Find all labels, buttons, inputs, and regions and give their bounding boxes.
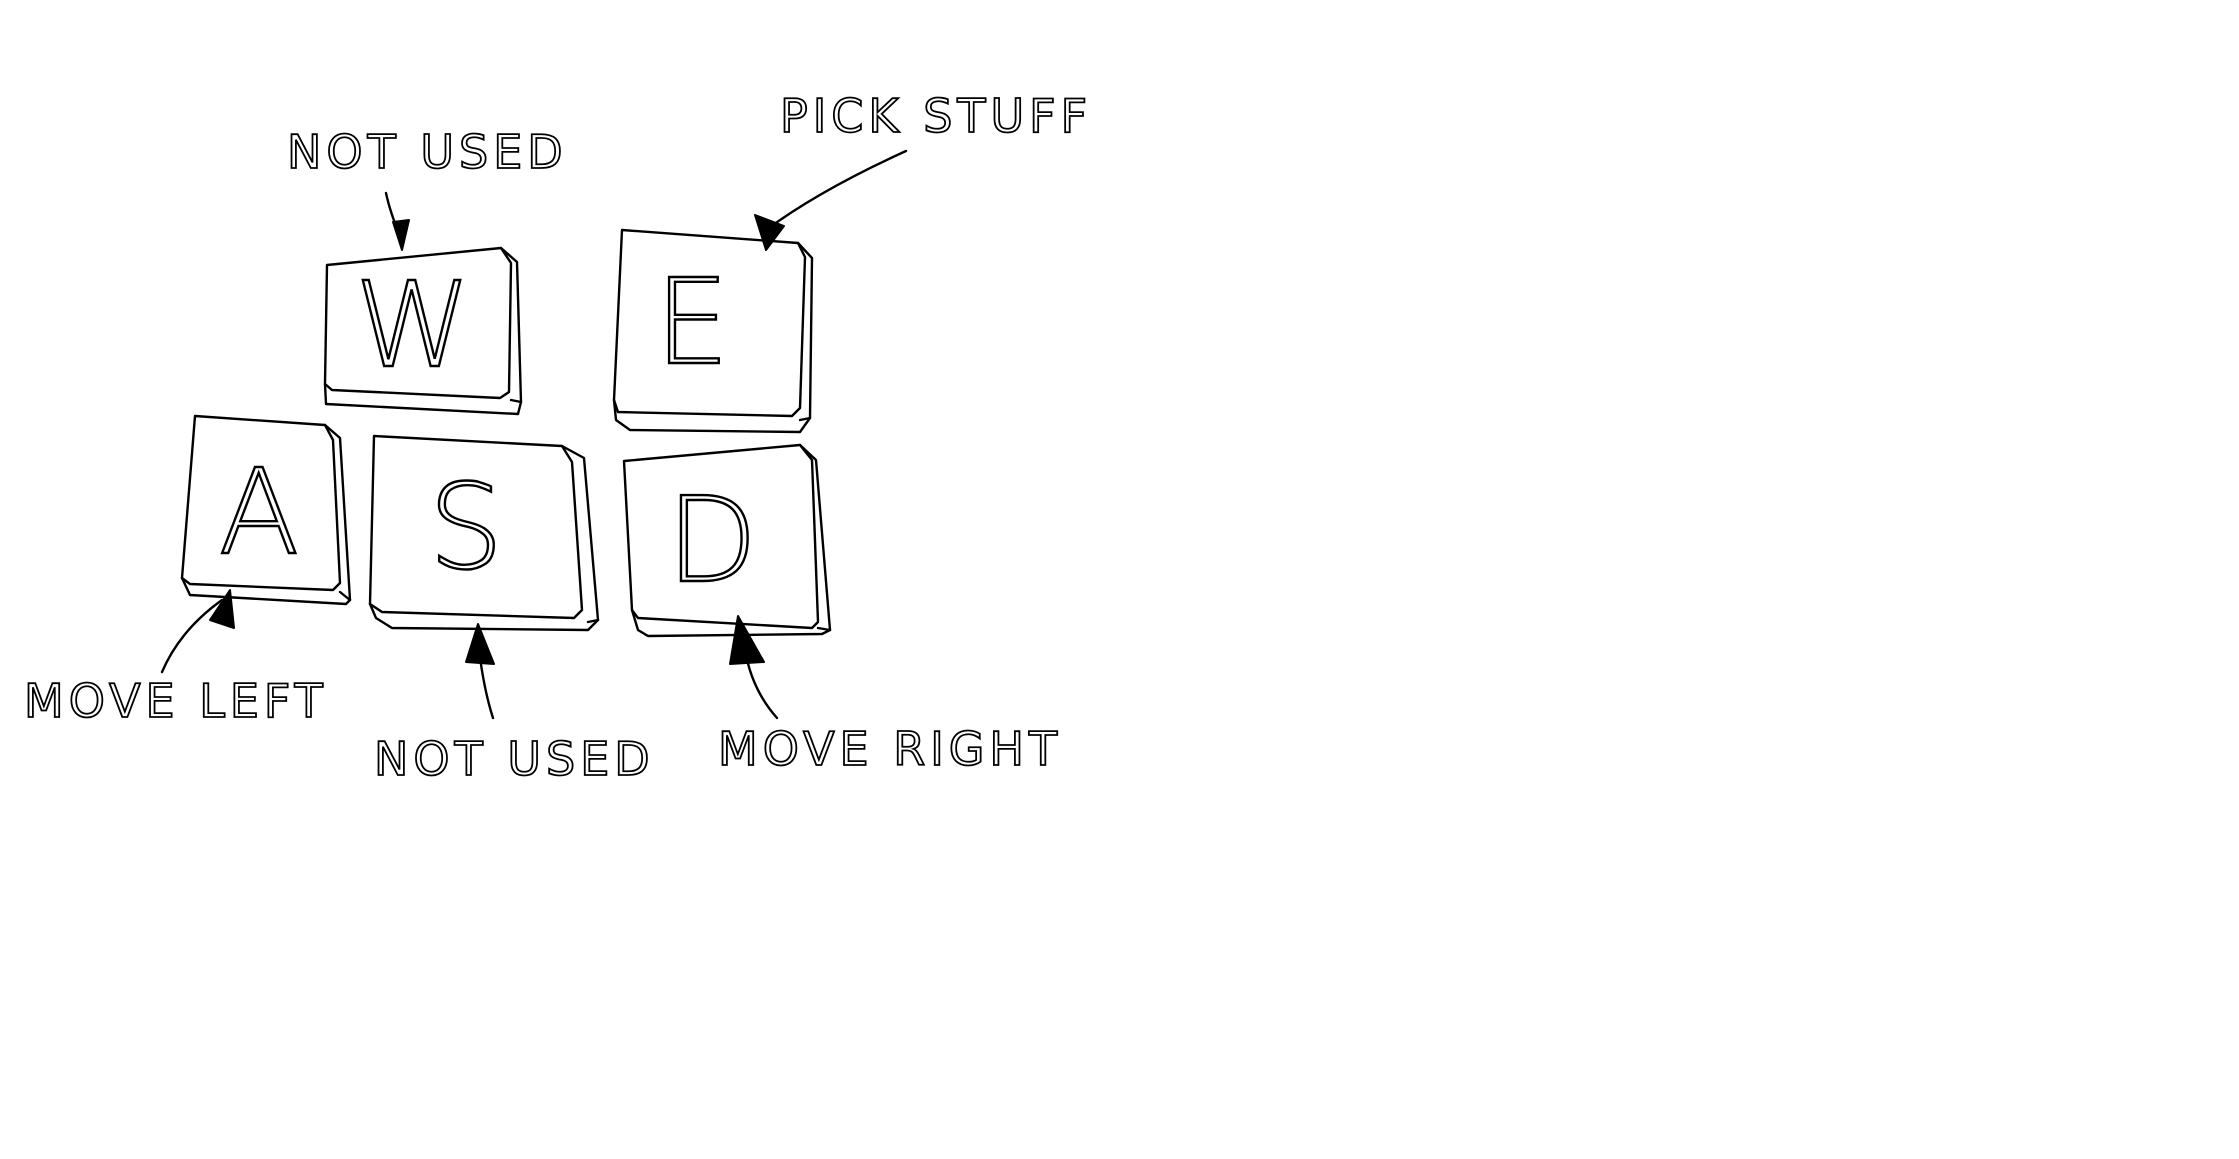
label-w: NOT USED: [287, 125, 568, 179]
arrow-e: [754, 149, 908, 251]
key-a-side: [323, 423, 352, 602]
key-a: A: [180, 414, 352, 606]
key-e-bottom: [612, 398, 812, 434]
key-s-side: [560, 444, 600, 624]
key-s-bottom: [368, 602, 600, 632]
key-s-letter: S: [429, 458, 504, 596]
label-a: MOVE LEFT: [24, 674, 328, 728]
arrow-a: [160, 589, 235, 674]
label-e: PICK STUFF: [780, 89, 1092, 143]
key-d-letter: D: [667, 471, 758, 609]
arrow-d: [729, 615, 779, 720]
label-s: NOT USED: [374, 732, 655, 786]
key-a-bottom: [180, 576, 352, 606]
arrow-w: [384, 191, 410, 251]
key-d-side: [798, 443, 832, 632]
arrow-s: [465, 623, 495, 720]
key-d-bottom: [630, 608, 832, 638]
key-w-letter: W: [355, 256, 472, 394]
key-d: D: [622, 443, 832, 638]
key-a-letter: A: [219, 443, 300, 581]
label-d: MOVE RIGHT: [718, 722, 1062, 776]
key-w-side: [499, 246, 523, 404]
key-e-side: [796, 241, 814, 422]
key-s-top-face: [368, 434, 584, 620]
key-s: S: [368, 434, 600, 632]
key-e-letter: E: [655, 253, 730, 391]
key-w-bottom: [323, 382, 523, 416]
key-w: W: [323, 246, 523, 416]
key-e: E: [612, 228, 814, 434]
